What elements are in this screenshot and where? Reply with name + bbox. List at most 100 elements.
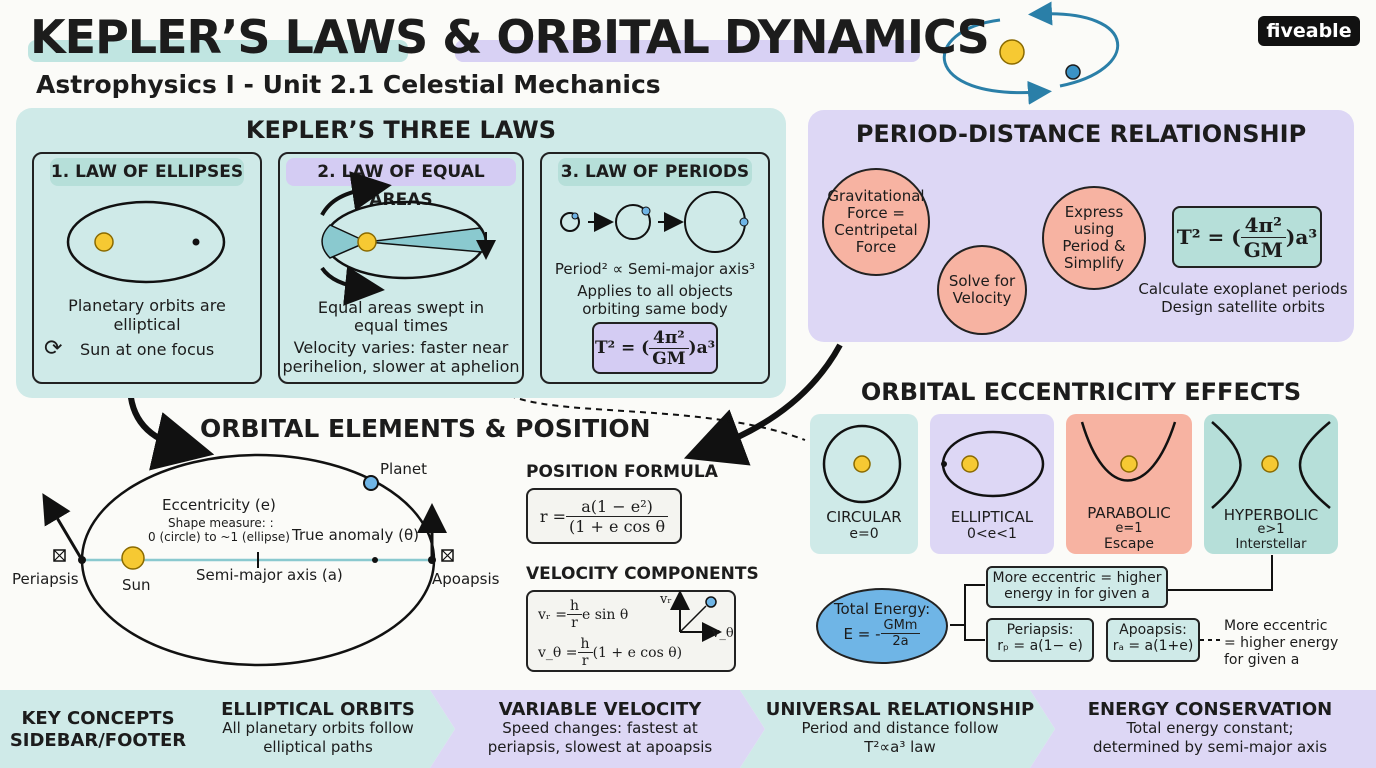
law3-card	[540, 152, 770, 384]
law2-text4: perihelion, slower at aphelion	[282, 357, 520, 376]
energy-side-line1: More eccentric	[1224, 618, 1328, 634]
law3-formula-den: GM	[652, 348, 686, 369]
elliptical-value: 0<e<1	[967, 526, 1017, 542]
vr-lhs: vᵣ =	[538, 606, 567, 623]
app-exoplanets: Calculate exoplanet periods	[1138, 280, 1348, 298]
shape-measure-label: Shape measure: :	[168, 516, 274, 530]
apoapsis-label: Apoapsis	[432, 570, 500, 588]
energy-side-note: More eccentric = higher energy for given…	[1224, 618, 1338, 669]
page-subtitle: Astrophysics I - Unit 2.1 Celestial Mech…	[36, 70, 661, 99]
cycle-icon: ⟳	[44, 336, 63, 361]
law1-text3: Sun at one focus	[80, 340, 215, 359]
eccentricity-title: ORBITAL ECCENTRICITY EFFECTS	[860, 378, 1302, 406]
periapsis-box-formula: rₚ = a(1− e)	[997, 638, 1083, 654]
hyperbolic-note: Interstellar	[1235, 537, 1307, 552]
hyperbolic-name: HYPERBOLIC	[1223, 506, 1319, 524]
periapsis-box-label: Periapsis:	[1006, 622, 1074, 638]
circular-card	[810, 414, 918, 554]
law2-card	[278, 152, 524, 384]
law2-text2: equal times	[354, 316, 448, 335]
law1-label: 1. LAW OF ELLIPSES	[50, 158, 244, 186]
vt-num: h	[577, 636, 593, 653]
sun-label: Sun	[122, 576, 151, 594]
footer-item-velocity: VARIABLE VELOCITY Speed changes: fastest…	[460, 700, 740, 757]
law3-text2: Applies to all objects	[577, 282, 733, 300]
planet-label: Planet	[380, 460, 428, 478]
orbital-elements-title: ORBITAL ELEMENTS & POSITION	[200, 414, 651, 443]
more-eccentric-box: More eccentric = higher energy in for gi…	[986, 566, 1168, 608]
law3-text3: orbiting same body	[582, 300, 728, 318]
vt-lhs: v_θ =	[538, 644, 578, 661]
footer-label: KEY CONCEPTS SIDEBAR/FOOTER	[6, 708, 190, 752]
vr-num: h	[566, 598, 582, 615]
energy-side-line2: = higher energy	[1224, 635, 1339, 651]
pd-formula-den: GM	[1243, 237, 1283, 262]
true-anomaly-label: True anomaly (θ)	[292, 526, 420, 544]
shape-range-label: 0 (circle) to ~1 (ellipse)	[148, 530, 290, 544]
footer-item-universal: UNIVERSAL RELATIONSHIP Period and distan…	[762, 700, 1038, 757]
energy-den: 2a	[892, 634, 909, 649]
eccentricity-label: Eccentricity (e)	[162, 496, 276, 514]
app-satellites: Design satellite orbits	[1161, 298, 1325, 316]
footer-item-line2: T²∝a³ law	[864, 738, 936, 756]
total-energy-title: Total Energy:	[833, 600, 931, 618]
footer-item-line1: Speed changes: fastest at	[502, 719, 698, 737]
position-formula-lhs: r =	[539, 506, 567, 526]
law3-formula-lhs: T² = (	[594, 338, 650, 358]
pd-formula-num: 4π²	[1240, 213, 1286, 238]
header-orbit-icon	[942, 1, 1119, 105]
footer-item-line2: periapsis, slowest at apoapsis	[487, 738, 713, 756]
footer-item-elliptical: ELLIPTICAL ORBITS All planetary orbits f…	[200, 700, 436, 757]
footer-item-title: UNIVERSAL RELATIONSHIP	[765, 699, 1035, 720]
vr-axis-label: vᵣ	[660, 592, 672, 607]
law3-label: 3. LAW OF PERIODS	[558, 158, 752, 186]
position-formula-den: (1 + e cos θ	[569, 516, 666, 536]
footer-label-line2: SIDEBAR/FOOTER	[9, 730, 187, 751]
more-eccentric-line2: energy in for given a	[1004, 586, 1150, 602]
energy-side-line3: for given a	[1224, 652, 1300, 668]
orbit-diagram	[42, 453, 454, 667]
footer-item-title: VARIABLE VELOCITY	[498, 699, 702, 720]
kepler-laws-title: KEPLER’S THREE LAWS	[245, 116, 557, 144]
law1-text2: elliptical	[113, 315, 181, 334]
apoapsis-box-formula: rₐ = a(1+e)	[1112, 638, 1194, 654]
footer-item-line2: determined by semi-major axis	[1092, 738, 1328, 756]
law2-text1: Equal areas swept in	[317, 298, 485, 317]
brand-logo: fiveable	[1258, 16, 1360, 46]
apoapsis-box: Apoapsis: rₐ = a(1+e)	[1106, 618, 1200, 662]
footer-item-title: ENERGY CONSERVATION	[1087, 699, 1333, 720]
step-solve-velocity: Solve for Velocity	[937, 245, 1027, 335]
period-distance-title: PERIOD-DISTANCE RELATIONSHIP	[855, 120, 1307, 148]
step-express-period: Express using Period & Simplify	[1042, 186, 1146, 290]
hyperbolic-value: e>1	[1257, 522, 1285, 537]
law2-label: 2. LAW OF EQUAL AREAS	[286, 158, 516, 210]
step-gravitational-force: Gravitational Force = Centripetal Force	[822, 168, 930, 276]
law1-text1: Planetary orbits are	[68, 296, 226, 315]
position-formula-num: a(1 − e²)	[566, 497, 669, 517]
law3-text1: Period² ∝ Semi-major axis³	[554, 260, 756, 278]
parabolic-value: e=1	[1115, 521, 1143, 536]
position-formula-title: POSITION FORMULA	[526, 462, 718, 482]
footer-item-energy: ENERGY CONSERVATION Total energy constan…	[1060, 700, 1360, 757]
periapsis-box: Periapsis: rₚ = a(1− e)	[986, 618, 1094, 662]
law3-formula-num: 4π²	[649, 328, 689, 349]
vr-den: r	[571, 615, 578, 631]
vr-rhs: e sin θ	[581, 606, 629, 623]
footer-item-line1: All planetary orbits follow	[222, 719, 414, 737]
footer-item-line2: elliptical paths	[263, 738, 373, 756]
parabolic-note: Escape	[1104, 536, 1154, 552]
vt-axis-label: v_θ	[712, 626, 734, 641]
pd-formula-rhs: )a³	[1285, 225, 1318, 249]
more-eccentric-line1: More eccentric = higher	[992, 570, 1162, 586]
law2-text3: Velocity varies: faster near	[293, 338, 509, 357]
footer-item-line1: Total energy constant;	[1126, 719, 1294, 737]
law1-card	[32, 152, 262, 384]
law3-formula-rhs: )a³	[688, 338, 716, 358]
position-formula: r = a(1 − e²)(1 + e cos θ	[526, 488, 682, 544]
